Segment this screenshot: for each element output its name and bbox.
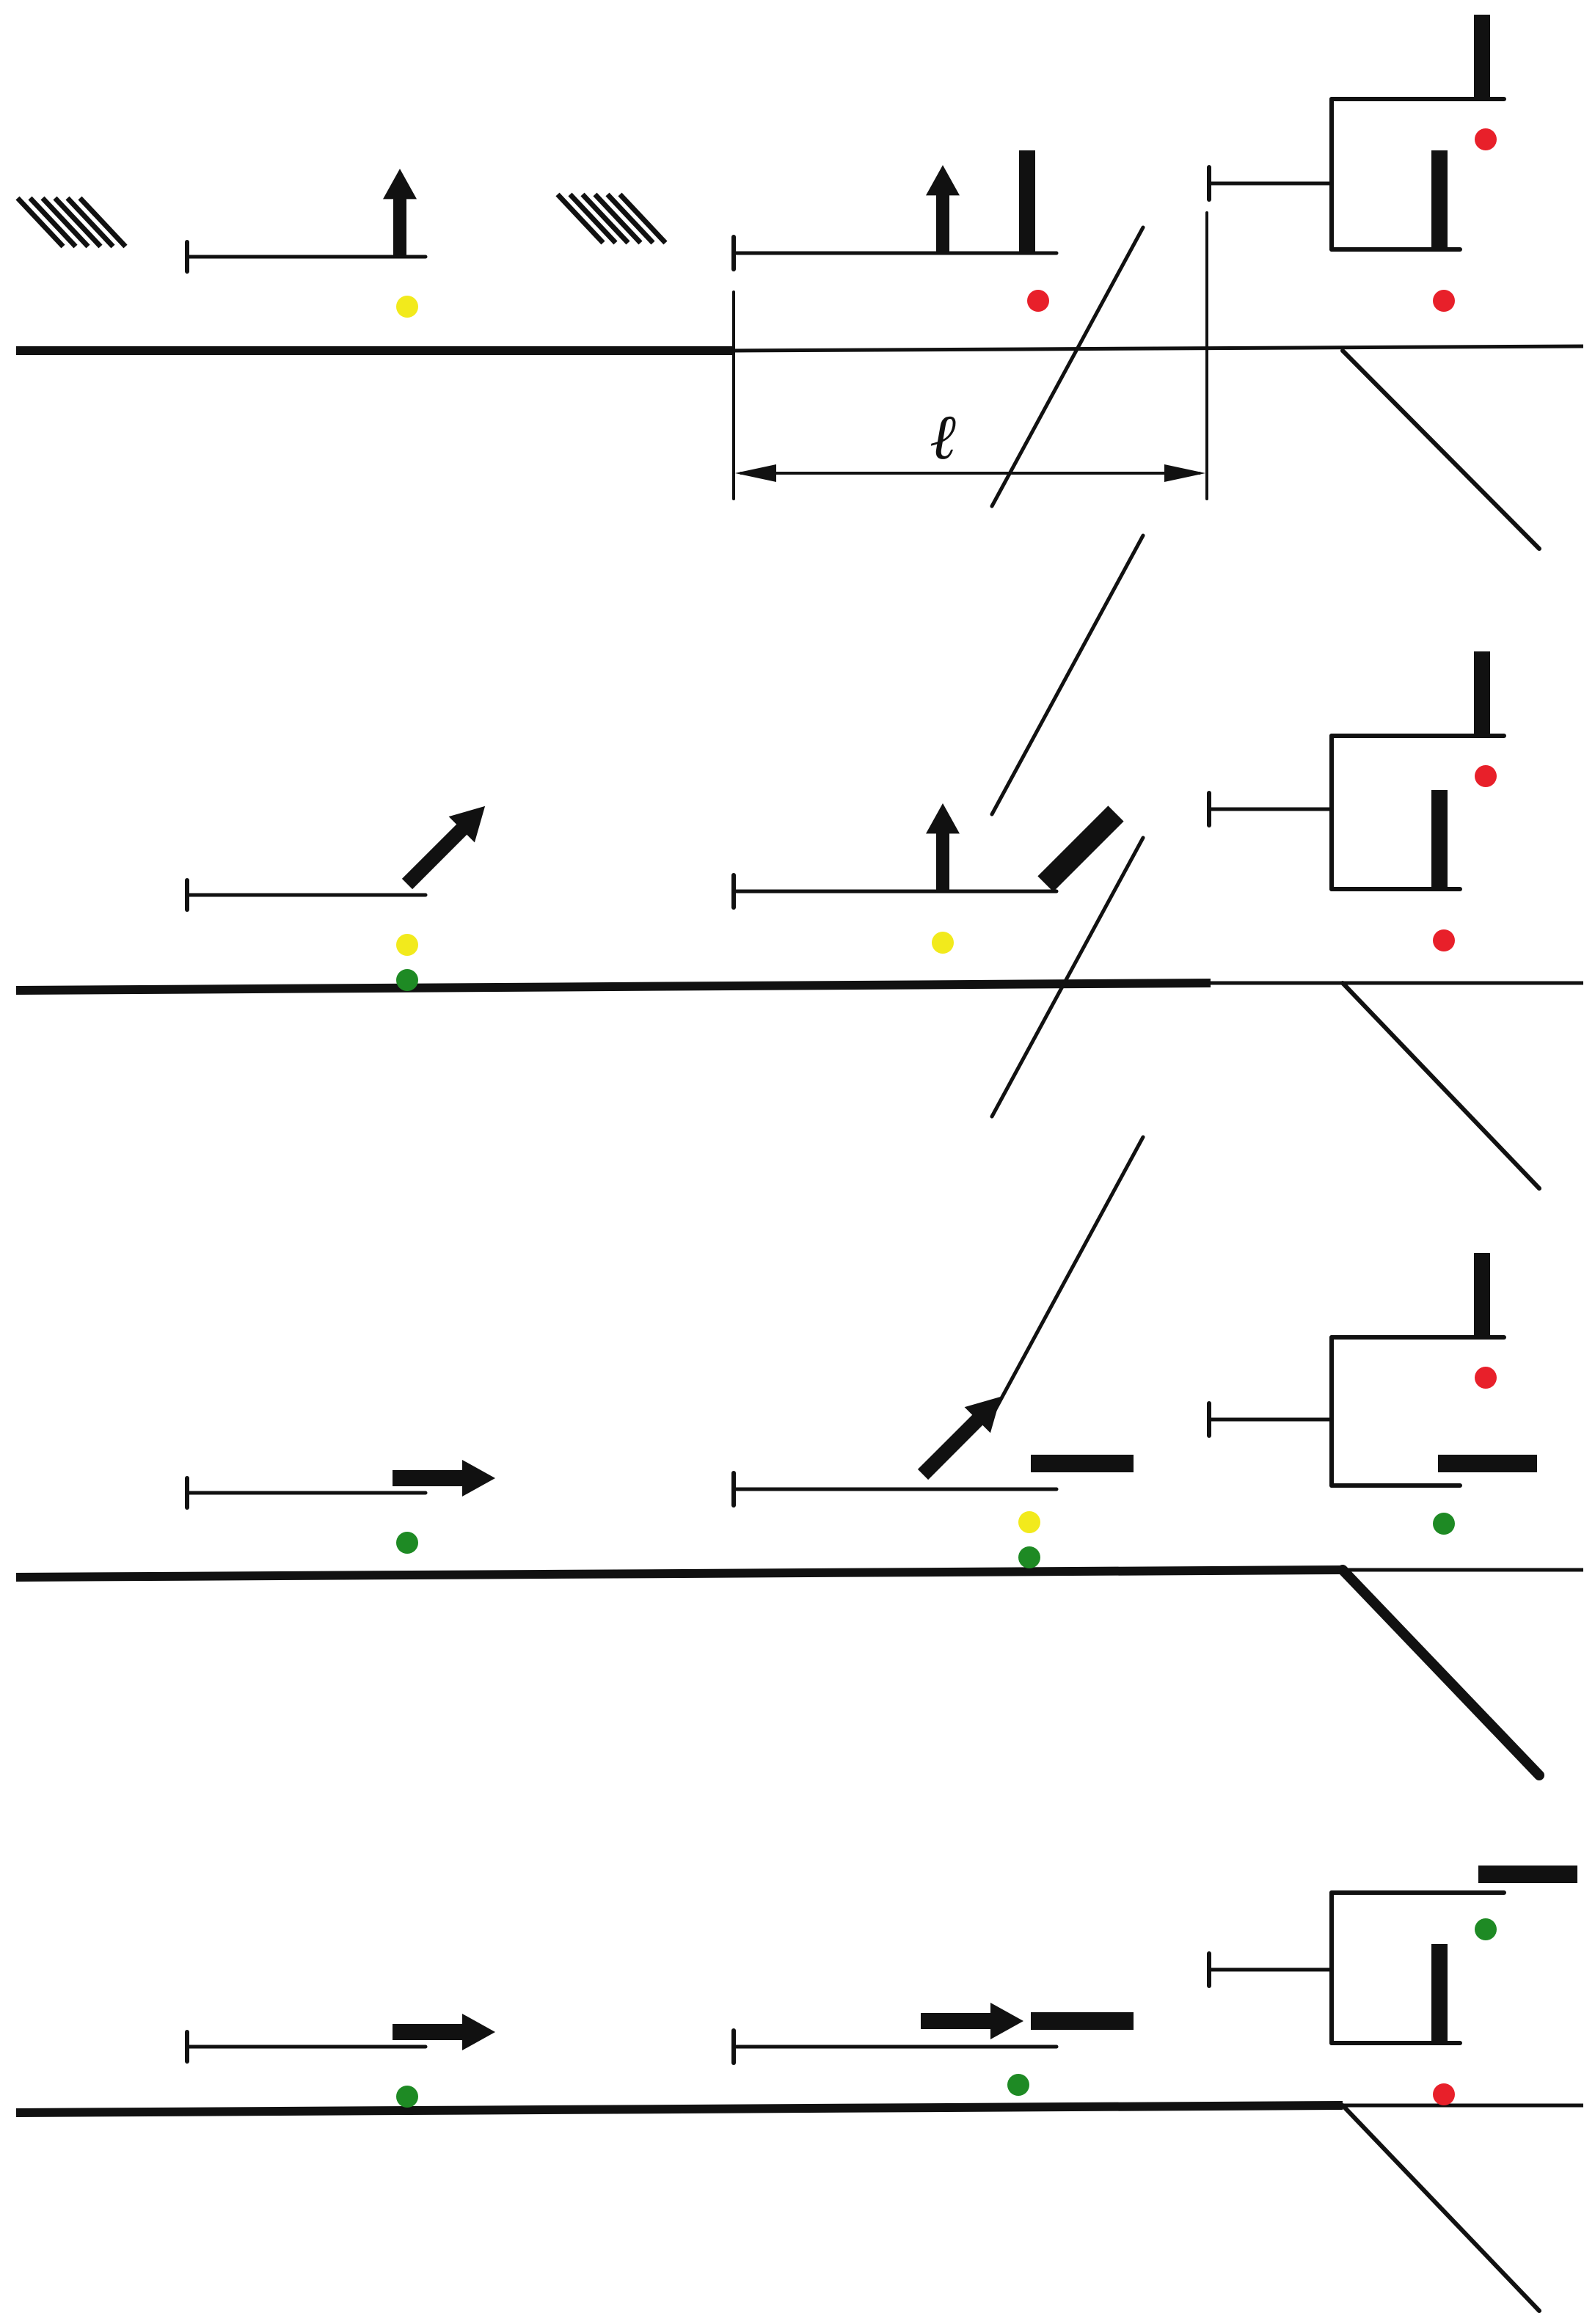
signal-c-upper-red-lamp — [1475, 1367, 1497, 1389]
panel-4 — [15, 1135, 1583, 2313]
hatch-stripe — [618, 192, 668, 245]
panel-3 — [15, 836, 1583, 1780]
dimension-l: ℓ — [732, 211, 1208, 500]
signal-c-lower-red-lamp — [1433, 2083, 1455, 2105]
hatch-stripe — [15, 196, 65, 249]
dimension-arrowhead-left — [735, 464, 776, 482]
crossing-line — [990, 533, 1145, 816]
signal-b-green-lamp — [1018, 1546, 1040, 1568]
hatch-marker — [15, 196, 128, 249]
hatch-stripe — [593, 192, 643, 245]
signal-c-upper-red-lamp — [1475, 128, 1497, 150]
hatch-stripe — [605, 192, 655, 245]
signal-c-upper-red-lamp — [1475, 765, 1497, 787]
signal-b-yellow-lamp — [1018, 1511, 1040, 1533]
hatch-stripe — [65, 196, 115, 249]
signal-c-lower-red-lamp — [1433, 929, 1455, 951]
hatch-marker — [555, 192, 668, 245]
crossing-line — [990, 225, 1145, 508]
main-track — [733, 344, 1584, 353]
signal-b-arm-vertical-arrow — [926, 165, 960, 253]
signal-b-arm-diagonal-arrow — [917, 1396, 1001, 1480]
branch-track — [1340, 2103, 1541, 2313]
hatch-stripe — [568, 192, 618, 245]
dimension-arrowhead-right — [1164, 464, 1205, 482]
panel-1: ℓ — [15, 15, 1584, 551]
signal-a-yellow-lamp — [396, 934, 418, 956]
signal-b-arm-vertical-arrow — [926, 803, 960, 891]
crossing-line — [990, 1135, 1145, 1418]
signal-b-arm-horizontal-arrow — [921, 2003, 1023, 2039]
signal-b-red-lamp — [1027, 290, 1049, 312]
main-track — [15, 2101, 1343, 2117]
signal-a-green-lamp — [396, 969, 418, 991]
branch-track — [1340, 981, 1541, 1191]
signal-c-upper-green-lamp — [1475, 1918, 1497, 1940]
dimension-label: ℓ — [931, 400, 958, 474]
panel-2 — [15, 533, 1583, 1191]
hatch-stripe — [580, 192, 630, 245]
hatch-stripe — [40, 196, 90, 249]
signal-b-yellow-lamp — [932, 932, 954, 954]
crossing-line — [990, 836, 1145, 1119]
signal-a-arm-vertical-arrow — [383, 169, 417, 257]
branch-track — [1340, 348, 1541, 551]
signal-a-arm-horizontal-arrow — [393, 1460, 495, 1497]
hatch-stripe — [53, 196, 103, 249]
signal-b-arm-diagonal-bar — [1037, 805, 1124, 892]
signal-a-arm-diagonal-arrow — [401, 805, 486, 890]
main-track-heavy — [15, 979, 1211, 995]
hatch-stripe — [555, 192, 605, 245]
main-track — [15, 1565, 1343, 1582]
hatch-stripe — [28, 196, 78, 249]
signal-a-green-lamp — [396, 1532, 418, 1554]
signal-a-arm-horizontal-arrow — [393, 2014, 495, 2050]
signal-a-green-lamp — [396, 2086, 418, 2108]
signal-c-lower-red-lamp — [1433, 290, 1455, 312]
signal-a-yellow-lamp — [396, 296, 418, 318]
signal-b-green-lamp — [1007, 2074, 1029, 2096]
hatch-stripe — [78, 196, 128, 249]
branch-track — [1337, 1565, 1544, 1780]
signal-c-lower-green-lamp — [1433, 1513, 1455, 1535]
